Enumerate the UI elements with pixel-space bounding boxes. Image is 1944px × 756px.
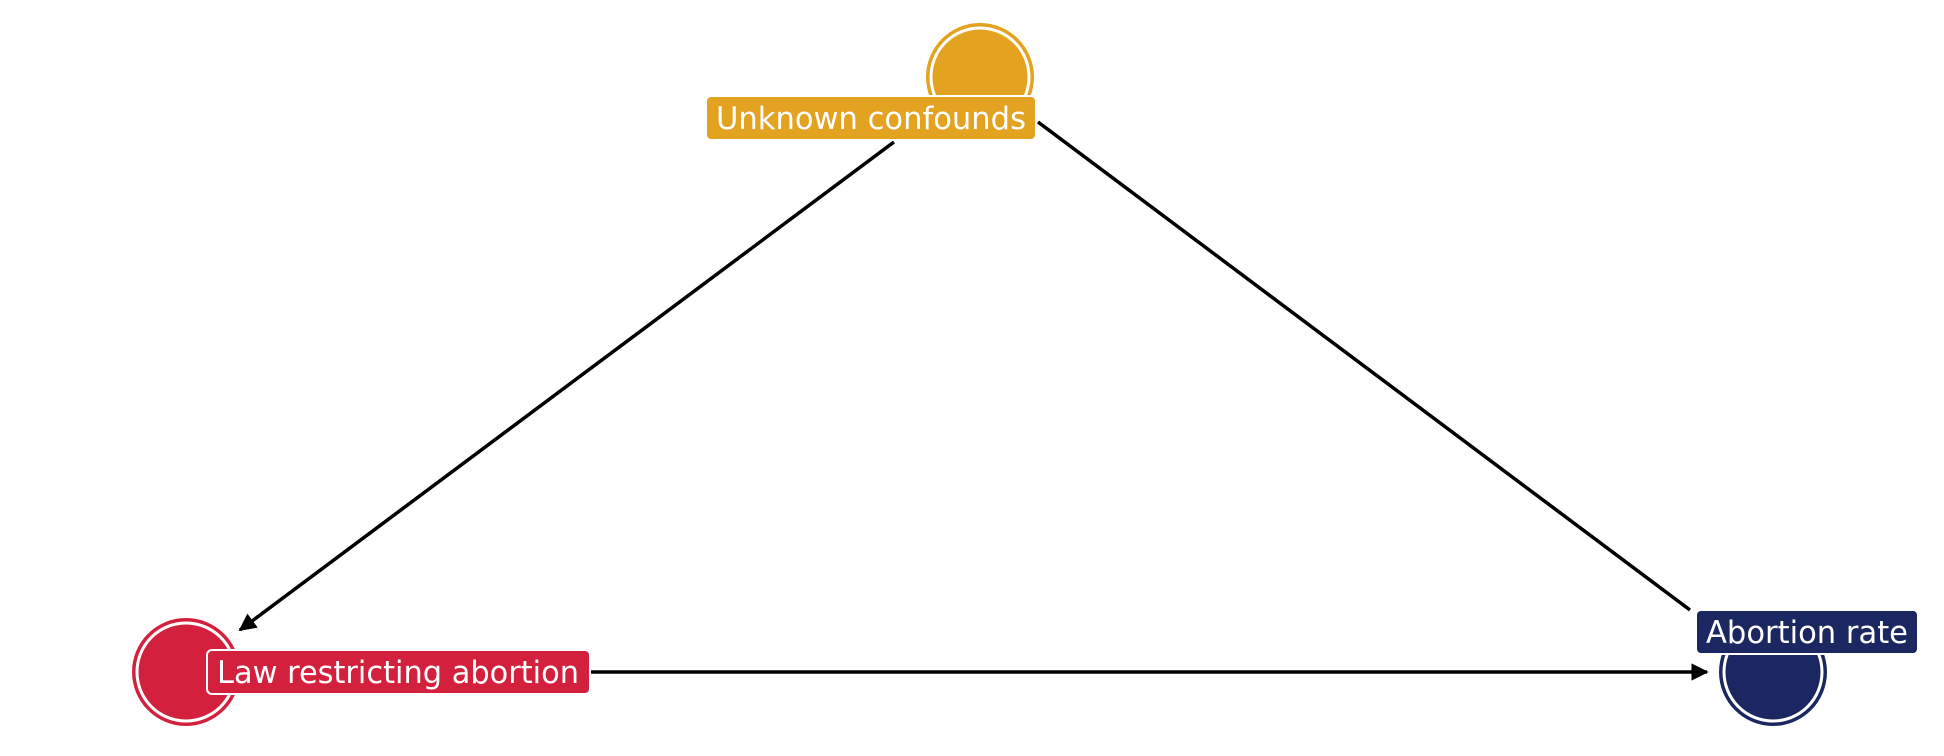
edge-confounds-to-law: [238, 140, 896, 632]
label-unknown-confounds: Unknown confounds: [705, 95, 1037, 141]
edge-confounds-to-rate: [1036, 120, 1692, 612]
label-text-rate: Abortion rate: [1706, 615, 1908, 651]
label-abortion-rate: Abortion rate: [1695, 609, 1919, 655]
label-text-law: Law restricting abortion: [217, 655, 579, 691]
label-box-confounds: [705, 95, 1037, 141]
label-text-confounds: Unknown confounds: [716, 101, 1026, 137]
label-law-restricting-abortion: Law restricting abortion: [206, 649, 591, 695]
label-box-rate: [1695, 609, 1919, 655]
node-circle-law: [132, 618, 240, 726]
label-box-law: [206, 649, 591, 695]
